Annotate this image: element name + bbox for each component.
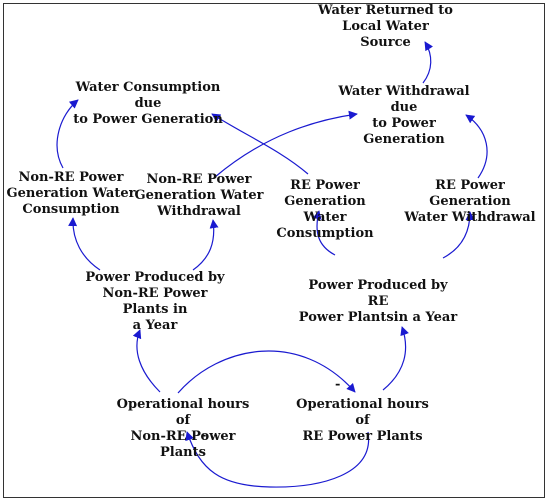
arrow-power-re-to-re-consumption — [312, 210, 336, 256]
node-water-withdrawal-power-generation: Water Withdrawal due to Power Generation — [338, 84, 470, 147]
node-water-consumption-power-generation: Water Consumption due to Power Generatio… — [73, 80, 223, 127]
arrow-withdrawal-to-returned — [422, 41, 434, 84]
arrow-re-withdrawal-to-withdrawal — [465, 114, 488, 179]
arrow-nonre-withdrawal-to-withdrawal — [214, 110, 358, 178]
node-power-produced-re: Power Produced by RE Power Plantsin a Ye… — [298, 278, 458, 325]
arrow-power-nonre-to-nonre-consumption — [68, 217, 101, 271]
arrow-power-re-to-re-withdrawal — [442, 211, 475, 259]
node-operational-hours-nonre: Operational hours of Non-RE Power Plants — [116, 397, 250, 460]
arrow-nonre-consumption-to-consumption — [56, 99, 79, 169]
node-nonre-generation-water-withdrawal: Non-RE Power Generation Water Withdrawal — [134, 172, 264, 219]
node-re-generation-water-withdrawal: RE Power Generation Water Withdrawal — [404, 178, 536, 225]
arrow-hours-nonre-to-power-nonre — [132, 329, 161, 393]
arrow-power-nonre-to-nonre-withdrawal — [192, 219, 219, 271]
arrow-hours-re-to-power-re — [382, 326, 409, 391]
arrow-hours-nonre-to-hours-re — [177, 350, 356, 394]
node-water-returned: Water Returned to Local Water Source — [318, 3, 453, 50]
arrow-re-consumption-to-consumption — [211, 113, 309, 175]
node-nonre-generation-water-consumption: Non-RE Power Generation Water Consumptio… — [6, 170, 136, 217]
polarity-sign-bottom: - — [201, 428, 207, 443]
polarity-sign-top: - — [335, 377, 341, 392]
node-re-generation-water-consumption: RE Power Generation Water Consumption — [276, 178, 374, 241]
node-operational-hours-re: Operational hours of RE Power Plants — [296, 397, 429, 444]
arrow-hours-re-to-hours-nonre — [185, 431, 370, 488]
node-power-produced-nonre: Power Produced by Non-RE Power Plants in… — [85, 270, 225, 333]
